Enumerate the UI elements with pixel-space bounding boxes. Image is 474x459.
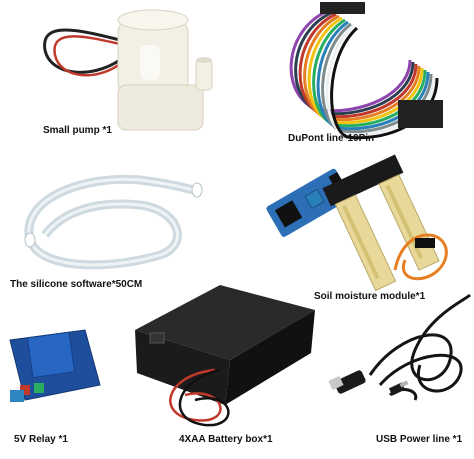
relay-image [9, 329, 101, 402]
soil-moisture-product: Soil moisture module*1 [255, 154, 474, 310]
soil-moisture-caption: Soil moisture module*1 [314, 291, 426, 302]
relay-caption: 5V Relay *1 [14, 434, 68, 445]
battery-box-product: 4XAA Battery box*1 [125, 275, 335, 459]
battery-box-image [135, 285, 315, 427]
small-pump-caption: Small pump *1 [43, 125, 112, 136]
silicone-tube-caption: The silicone software*50CM [10, 279, 143, 290]
soil-moisture-image [266, 154, 448, 292]
dupont-line-caption: DuPont line*10Pin [288, 133, 375, 144]
usb-power-line-product: USB Power line *1 [328, 290, 474, 459]
dupont-line-image [289, 2, 443, 140]
relay-product: 5V Relay *1 [0, 310, 110, 459]
usb-power-line-caption: USB Power line *1 [376, 434, 463, 445]
silicone-tube-image [24, 174, 203, 270]
dupont-line-product: DuPont line*10Pin [260, 0, 474, 150]
battery-box-caption: 4XAA Battery box*1 [179, 434, 273, 445]
silicone-tube-product: The silicone software*50CM [0, 160, 230, 295]
small-pump-image [43, 9, 213, 131]
small-pump-product: Small pump *1 [0, 0, 230, 150]
usb-power-line-image [328, 293, 472, 401]
